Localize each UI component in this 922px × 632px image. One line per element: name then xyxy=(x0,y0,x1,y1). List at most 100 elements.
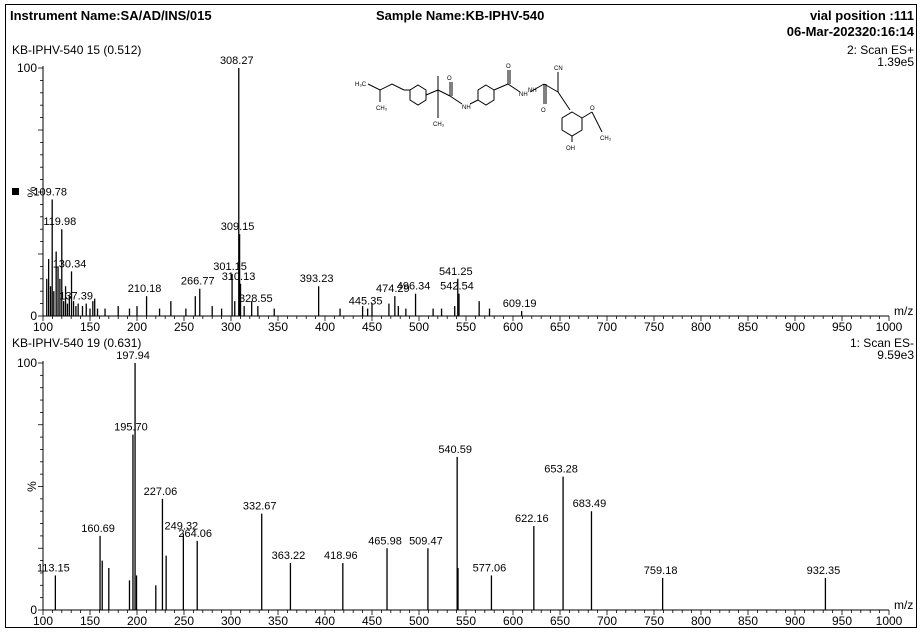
peak-label: 264.06 xyxy=(178,528,212,540)
structure-label: NH xyxy=(462,105,471,111)
x-tick-label: 550 xyxy=(456,320,476,334)
peak-label: 308.27 xyxy=(220,55,254,67)
structure-label: NH xyxy=(519,92,528,98)
x-tick-label: 700 xyxy=(597,320,617,334)
x-tick-label: 650 xyxy=(550,614,570,628)
peak-label: 509.47 xyxy=(409,535,443,547)
structure-label: H₃C xyxy=(355,82,367,88)
y-axis-label: % xyxy=(25,186,39,197)
x-tick-label: 250 xyxy=(174,320,194,334)
peak-label: 541.25 xyxy=(439,266,473,278)
structure-label: O xyxy=(590,106,595,112)
x-tick-label: 350 xyxy=(268,614,288,628)
x-tick-label: 850 xyxy=(738,320,758,334)
vial-position: vial position :111 xyxy=(809,8,914,23)
spectrum-2-scan: 1: Scan ES- xyxy=(849,336,914,350)
x-tick-label: 550 xyxy=(456,614,476,628)
structure-label: O xyxy=(506,64,511,70)
y-tick-label: 0 xyxy=(30,603,37,617)
spectrum-2-intensity: 9.59e3 xyxy=(877,348,914,362)
x-tick-label: 300 xyxy=(221,320,241,334)
peak-label: 465.98 xyxy=(368,535,402,547)
peak-label: 109.78 xyxy=(33,186,67,198)
peak-label: 577.06 xyxy=(473,562,507,574)
x-tick-label: 1000 xyxy=(876,614,903,628)
peak-label: 332.67 xyxy=(243,501,277,513)
peak-label: 932.35 xyxy=(807,565,841,577)
spectrum-2-id: KB-IPHV-540 19 (0.631) xyxy=(12,336,142,350)
peak-label: 445.35 xyxy=(349,296,383,308)
x-tick-label: 750 xyxy=(644,320,664,334)
peak-label: 418.96 xyxy=(324,550,358,562)
spectrum-1-intensity: 1.39e5 xyxy=(877,55,914,69)
x-tick-label: 100 xyxy=(33,320,53,334)
peak-label: 227.06 xyxy=(144,486,178,498)
x-tick-label: 250 xyxy=(174,614,194,628)
x-tick-label: 150 xyxy=(80,320,100,334)
x-tick-label: 200 xyxy=(127,320,147,334)
report-frame xyxy=(5,4,917,628)
y-tick-label: 0 xyxy=(30,309,37,323)
peak-label: 759.18 xyxy=(644,565,678,577)
peak-label: 540.59 xyxy=(438,444,472,456)
x-axis-label: m/z xyxy=(894,598,913,612)
peak-label: 609.19 xyxy=(503,298,537,310)
x-tick-label: 600 xyxy=(503,320,523,334)
x-tick-label: 150 xyxy=(80,614,100,628)
x-tick-label: 500 xyxy=(409,320,429,334)
peak-label: 197.94 xyxy=(116,350,150,362)
x-tick-label: 750 xyxy=(644,614,664,628)
x-tick-label: 950 xyxy=(832,320,852,334)
peak-label: 363.22 xyxy=(272,550,306,562)
peak-label: 210.18 xyxy=(128,283,162,295)
structure-label: CH₃ xyxy=(600,136,612,142)
peak-label: 328.55 xyxy=(239,293,273,305)
peak-label: 683.49 xyxy=(573,498,607,510)
x-axis-label: m/z xyxy=(894,304,913,318)
x-tick-label: 350 xyxy=(268,320,288,334)
x-tick-label: 900 xyxy=(785,614,805,628)
peak-label: 542.54 xyxy=(440,281,474,293)
acquisition-date: 06-Mar-202320:16:14 xyxy=(786,24,914,39)
sample-name: Sample Name:KB-IPHV-540 xyxy=(376,8,545,23)
peak-label: 496.34 xyxy=(397,281,431,293)
x-tick-label: 700 xyxy=(597,614,617,628)
peak-label: 653.28 xyxy=(544,464,578,476)
structure-label: CN xyxy=(554,66,563,72)
x-tick-label: 850 xyxy=(738,614,758,628)
peak-label: 113.15 xyxy=(37,562,70,574)
structure-label: CH₃ xyxy=(433,122,445,128)
x-tick-label: 200 xyxy=(127,614,147,628)
x-tick-label: 800 xyxy=(691,614,711,628)
structure-label: O xyxy=(447,76,452,82)
peak-label: 309.15 xyxy=(221,221,255,233)
spectrum-1-id: KB-IPHV-540 15 (0.512) xyxy=(12,43,142,57)
x-tick-label: 500 xyxy=(409,614,429,628)
peak-label: 195.70 xyxy=(114,422,148,434)
structure-label: O xyxy=(541,108,546,114)
x-tick-label: 300 xyxy=(221,614,241,628)
x-tick-label: 450 xyxy=(362,320,382,334)
peak-label: 393.23 xyxy=(300,273,334,285)
peak-label: 160.69 xyxy=(81,523,115,535)
peak-label: 119.98 xyxy=(43,216,76,228)
peak-label: 474.29 xyxy=(376,283,410,295)
instrument-name: Instrument Name:SA/AD/INS/015 xyxy=(10,8,212,23)
structure-label: CH₃ xyxy=(376,106,388,112)
marker-square xyxy=(12,188,19,195)
y-tick-label: 100 xyxy=(17,61,37,75)
peak-label: 266.77 xyxy=(181,276,215,288)
x-tick-label: 1000 xyxy=(876,320,903,334)
peak-label: 130.34 xyxy=(53,258,87,270)
x-tick-label: 950 xyxy=(832,614,852,628)
x-tick-label: 900 xyxy=(785,320,805,334)
x-tick-label: 450 xyxy=(362,614,382,628)
structure-label: NH xyxy=(528,88,537,94)
x-tick-label: 600 xyxy=(503,614,523,628)
peak-label: 137.39 xyxy=(59,291,93,303)
y-tick-label: 100 xyxy=(17,356,37,370)
x-tick-label: 650 xyxy=(550,320,570,334)
peak-label: 249.32 xyxy=(165,520,199,532)
